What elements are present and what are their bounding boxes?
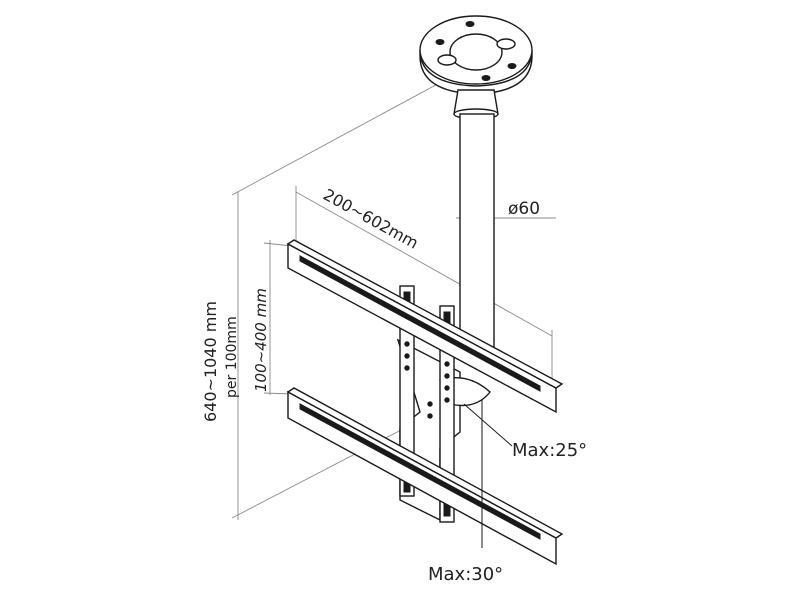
plate-slot-left [437, 54, 457, 66]
vertical-strip-right [439, 305, 455, 523]
plate-rim [419, 49, 533, 95]
adjust-hole-3 [404, 365, 410, 371]
horizontal-span-label: 200~602mm [320, 185, 422, 253]
plate-slot-right [496, 38, 516, 50]
adjust-hole-8 [427, 401, 433, 407]
top-rail [286, 239, 564, 414]
horizontal-span-dimension-line [295, 191, 553, 337]
vertical-strip-left [399, 285, 415, 497]
bottom-rail [286, 387, 564, 566]
bottom-rail-slot [299, 403, 541, 540]
swivel-angle-label: Max:30° [428, 564, 503, 585]
vertical-span-label: 100~400 mm [252, 288, 270, 392]
plate-screw-hole-2 [465, 21, 475, 27]
adjust-hole-2 [404, 353, 410, 359]
adjust-hole-7 [444, 397, 450, 403]
tilt-leader [463, 403, 513, 447]
plate-screw-hole-4 [481, 75, 491, 81]
plate-inner-ring [449, 33, 503, 71]
tube-diameter-label: ø60 [508, 199, 540, 219]
plate-screw-hole-3 [507, 63, 517, 69]
height-extension-top [231, 79, 446, 196]
plate-screw-hole-1 [435, 39, 445, 45]
top-rail-slot [299, 255, 541, 392]
ceiling-plate [419, 15, 533, 95]
adjust-hole-6 [444, 385, 450, 391]
adjust-hole-1 [404, 341, 410, 347]
bottom-rail-edge [286, 387, 564, 539]
tube [459, 113, 495, 357]
tilt-angle-label: Max:25° [512, 440, 587, 461]
height-step-label: per 100mm [224, 316, 240, 398]
dimension-lines [231, 79, 556, 520]
height-range-label: 640~1040 mm [201, 301, 220, 422]
adjust-hole-9 [427, 413, 433, 419]
angle-leaders [463, 400, 513, 548]
adjust-hole-4 [444, 361, 450, 367]
adjust-hole-5 [444, 373, 450, 379]
top-rail-edge [286, 239, 564, 389]
tube-body [459, 113, 495, 351]
